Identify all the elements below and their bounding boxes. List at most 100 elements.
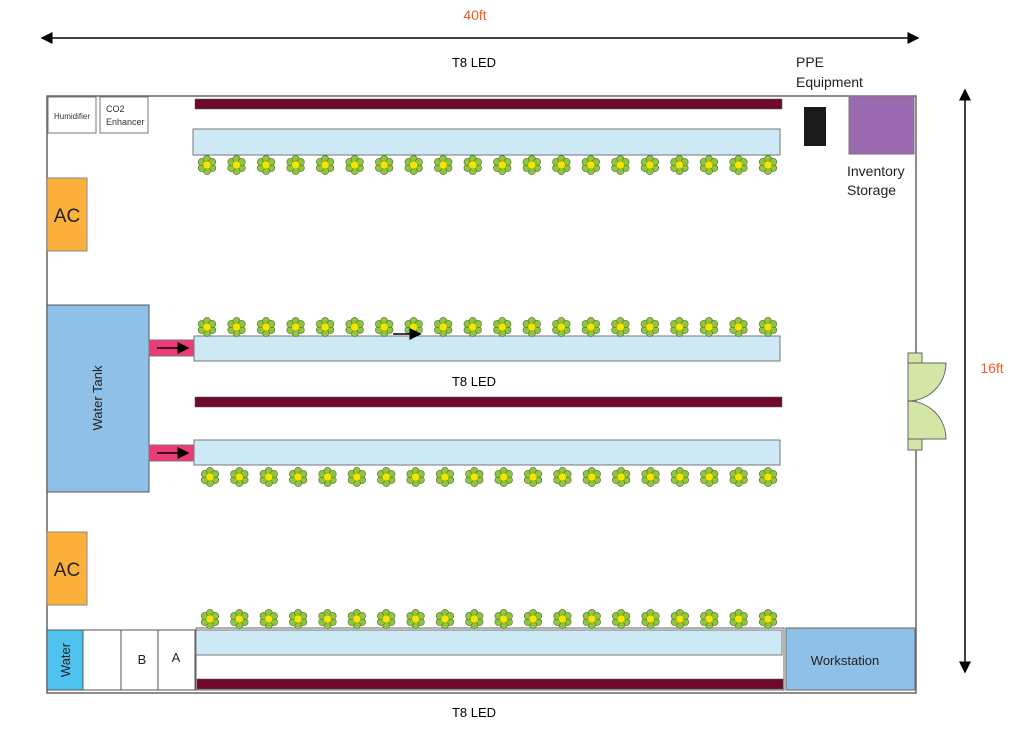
water-label: Water (58, 642, 73, 677)
plant-icon (434, 155, 453, 175)
plant-icon (641, 467, 660, 487)
plant-icon (581, 317, 600, 337)
plant-icon (434, 317, 453, 337)
plant-icon (699, 155, 719, 175)
plant-icon (640, 155, 659, 175)
plant-icon (729, 467, 748, 487)
plant-icon (316, 317, 335, 337)
ac-unit-top (46, 177, 88, 252)
plant-icon (200, 609, 220, 629)
plant-icon (552, 317, 571, 337)
plant-icon (377, 467, 396, 487)
plant-icon (435, 467, 455, 487)
plant-icon (289, 609, 308, 629)
led-bar-middle (194, 396, 783, 408)
empty-container (82, 629, 122, 691)
water-tank-label: Water Tank (90, 365, 105, 431)
plant-icon (552, 155, 571, 175)
plant-icon (259, 467, 278, 487)
inventory-label-line2: Storage (847, 182, 896, 198)
pipe-connector-lower (148, 444, 195, 462)
workstation (785, 627, 916, 691)
plant-icon (406, 467, 425, 487)
ac-unit-bottom (46, 531, 88, 606)
plant-icon (612, 467, 631, 487)
plant-icon (347, 609, 366, 629)
led-label-top: T8 LED (452, 55, 496, 70)
plant-icon (758, 609, 778, 629)
plant-icon (611, 317, 630, 337)
plant-icon (318, 467, 337, 487)
plant-icon (463, 317, 482, 337)
plant-icon (289, 467, 308, 487)
plant-icon (345, 317, 364, 337)
plant-icon (375, 155, 394, 175)
plant-icon (318, 609, 337, 629)
plant-icon (493, 317, 512, 337)
plant-icon (611, 155, 630, 175)
plant-icon (758, 155, 778, 175)
nutrient-a-container (157, 629, 196, 691)
plant-icon (729, 609, 748, 629)
led-bar-bottom (196, 678, 784, 690)
width-dimension: 40ft (40, 7, 920, 44)
plant-icon (582, 467, 601, 487)
plant-icon (256, 317, 276, 337)
plant-icon (406, 609, 425, 629)
plant-icon (758, 317, 778, 337)
humidifier-label: Humidifier (54, 112, 90, 121)
pipe-connector-upper (148, 339, 195, 357)
ac-top-label: AC (54, 206, 80, 227)
ppe-label-line2: Equipment (796, 74, 863, 90)
plant-icon (435, 609, 455, 629)
plant-icon (553, 609, 572, 629)
nutrient-a-label: A (172, 650, 181, 665)
plant-icon (465, 609, 484, 629)
plant-icon (700, 467, 719, 487)
plant-icon (375, 317, 394, 337)
grow-tray-2 (193, 335, 781, 362)
co2-label-line1: CO2 (106, 104, 125, 114)
plant-icon (200, 467, 220, 487)
plant-icon (316, 155, 335, 175)
plant-icon (523, 609, 543, 629)
plant-icon (463, 155, 482, 175)
co2-enhancer (99, 96, 149, 134)
led-bar-top (194, 98, 783, 110)
plant-icon (227, 155, 246, 175)
plant-icon (345, 155, 364, 175)
plant-icon (286, 155, 305, 175)
plant-icon (227, 317, 246, 337)
plant-icon (230, 609, 249, 629)
room-outline (46, 95, 917, 694)
plant-icon (670, 467, 689, 487)
led-label-middle: T8 LED (452, 374, 496, 389)
workstation-label: Workstation (811, 653, 879, 668)
grow-tray-1 (192, 128, 781, 156)
ppe-label-line1: PPE (796, 54, 824, 70)
double-door[interactable] (907, 352, 947, 451)
plant-icon (640, 317, 659, 337)
plant-icon (758, 467, 778, 487)
plant-icon (493, 155, 512, 175)
plant-icon (404, 155, 423, 175)
height-dimension: 16ft (959, 88, 1004, 674)
grow-tray-3 (193, 439, 781, 466)
plant-icon (494, 467, 513, 487)
plant-icon (729, 317, 748, 337)
nutrient-b-label: B (138, 652, 147, 667)
plant-icon (197, 155, 217, 175)
grow-tray-4 (195, 629, 783, 656)
plant-icon (230, 467, 249, 487)
humidifier (47, 96, 97, 134)
plant-icon (523, 467, 543, 487)
plant-icon (670, 609, 689, 629)
plant-icon (465, 467, 484, 487)
plant-icon (256, 155, 276, 175)
plant-icon (522, 155, 541, 175)
plant-icon (286, 317, 305, 337)
plant-icon (729, 155, 748, 175)
width-label: 40ft (463, 7, 486, 23)
inventory-storage (848, 95, 915, 155)
